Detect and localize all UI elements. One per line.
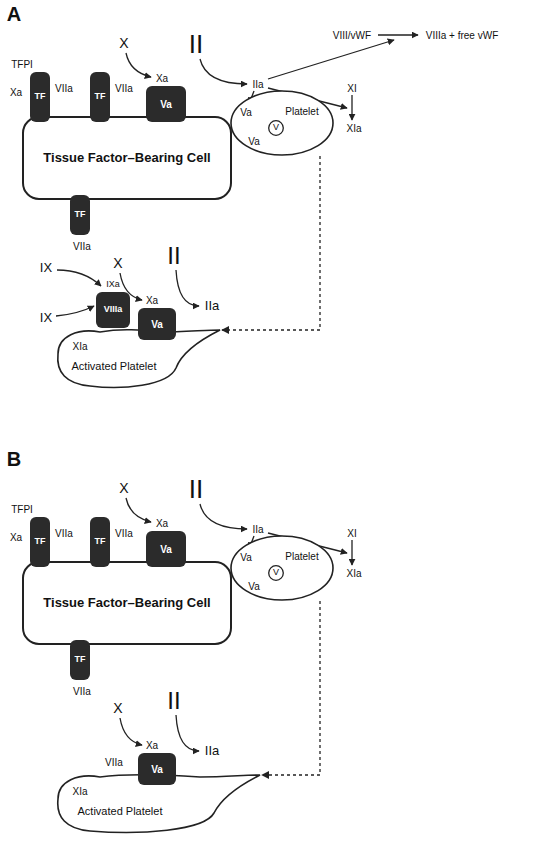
node-label: Activated Platelet: [78, 805, 163, 817]
tf-receptor: TF: [90, 72, 110, 122]
factor-label: VIIa: [105, 757, 123, 768]
reaction-arrow: [176, 270, 199, 306]
tf-receptor: TF: [30, 517, 50, 567]
factor-label: TFPI: [11, 504, 33, 515]
reaction-arrow: [351, 540, 352, 565]
factor-label: X: [113, 256, 122, 271]
factor-label: IXa: [106, 280, 120, 290]
activated-platelet-outline: [50, 322, 222, 392]
cell-box: Tissue Factor–Bearing Cell: [22, 561, 232, 645]
factor-label: Va: [248, 136, 260, 147]
reaction-arrow: [126, 498, 151, 522]
factor-label: II: [167, 243, 180, 269]
factor-label: Xa: [10, 87, 22, 98]
factor-label: IX: [40, 261, 52, 275]
tf-receptor: TF: [90, 517, 110, 567]
factor-label: TFPI: [11, 59, 33, 70]
tf-receptor: TF: [30, 72, 50, 122]
factor-label: Xa: [146, 740, 158, 751]
tf-receptor: TF: [70, 640, 90, 680]
factor-label: VIIa: [73, 686, 91, 697]
factor-label: II: [189, 475, 203, 504]
factor-label: VIII/vWF: [333, 30, 371, 41]
node-label: Platelet: [285, 106, 318, 117]
platelet-ellipse: PlateletV: [230, 90, 334, 156]
factor-circle: V: [268, 120, 284, 136]
activated-platelet: Activated Platelet: [50, 322, 222, 392]
factor-label: Va: [248, 581, 260, 592]
node-label: Tissue Factor–Bearing Cell: [43, 596, 210, 610]
factor-label: Xa: [10, 532, 22, 543]
node-label: Va: [151, 319, 163, 330]
factor-label: Va: [240, 552, 252, 563]
reaction-arrow: [200, 504, 247, 529]
factor-label: VIIa: [55, 528, 73, 539]
reaction-arrow: [57, 270, 101, 286]
activation-connector: [262, 601, 320, 775]
cell-box: Tissue Factor–Bearing Cell: [22, 116, 232, 200]
node-label: TF: [35, 537, 46, 547]
reaction-arrow: [351, 95, 352, 120]
node-label: TF: [75, 655, 86, 665]
node-label: Tissue Factor–Bearing Cell: [43, 151, 210, 165]
factor-label: XIa: [346, 123, 361, 134]
node-label: V: [273, 568, 279, 578]
factor-label: XIa: [72, 341, 87, 352]
node-label: Va: [160, 99, 172, 110]
tf-receptor: TF: [70, 195, 90, 235]
reaction-arrow: [200, 59, 247, 84]
node-label: Activated Platelet: [72, 360, 157, 372]
factor-label: II: [167, 688, 180, 714]
factor-label: XI: [347, 528, 356, 539]
panel-letter: B: [7, 448, 21, 470]
activation-connector: [222, 156, 320, 330]
node-label: TF: [95, 537, 106, 547]
factor-label: X: [119, 481, 128, 496]
reaction-arrow: [126, 53, 151, 77]
factor-label: X: [119, 36, 128, 51]
factor-label: IX: [40, 311, 52, 325]
va-complex: Va: [146, 531, 186, 567]
va-complex: Va: [138, 308, 176, 340]
factor-label: XI: [347, 83, 356, 94]
node-label: TF: [95, 92, 106, 102]
node-label: Va: [160, 544, 172, 555]
factor-label: X: [113, 701, 122, 716]
node-label: TF: [35, 92, 46, 102]
factor-label: VIIa: [115, 528, 133, 539]
reaction-arrow: [120, 718, 142, 745]
node-label: Platelet: [285, 551, 318, 562]
panel-letter: A: [7, 3, 21, 25]
factor-label: Xa: [146, 295, 158, 306]
reaction-arrow: [176, 715, 199, 751]
factor-label: VIIa: [73, 241, 91, 252]
factor-label: VIIIa + free vWF: [426, 30, 499, 41]
factor-label: XIa: [346, 568, 361, 579]
factor-label: Xa: [156, 518, 168, 529]
factor-circle: V: [268, 565, 284, 581]
reaction-arrow: [378, 34, 418, 35]
factor-label: IIa: [252, 79, 263, 90]
factor-label: II: [189, 30, 203, 59]
factor-label: VIIa: [55, 83, 73, 94]
node-label: Va: [151, 764, 163, 775]
node-label: V: [273, 123, 279, 133]
node-label: TF: [75, 210, 86, 220]
node-label: VIIIa: [104, 305, 123, 315]
reaction-arrow: [56, 306, 94, 316]
reaction-arrow: [268, 40, 394, 79]
factor-label: IIa: [252, 524, 263, 535]
factor-label: Xa: [156, 73, 168, 84]
factor-label: IIa: [205, 744, 219, 758]
factor-label: XIa: [72, 786, 87, 797]
factor-label: VIIa: [115, 83, 133, 94]
factor-label: IIa: [205, 299, 219, 313]
va-complex: Va: [146, 86, 186, 122]
viiia-complex: VIIIa: [96, 292, 130, 328]
platelet-ellipse: PlateletV: [230, 535, 334, 601]
va-complex: Va: [138, 753, 176, 785]
factor-label: Va: [240, 107, 252, 118]
